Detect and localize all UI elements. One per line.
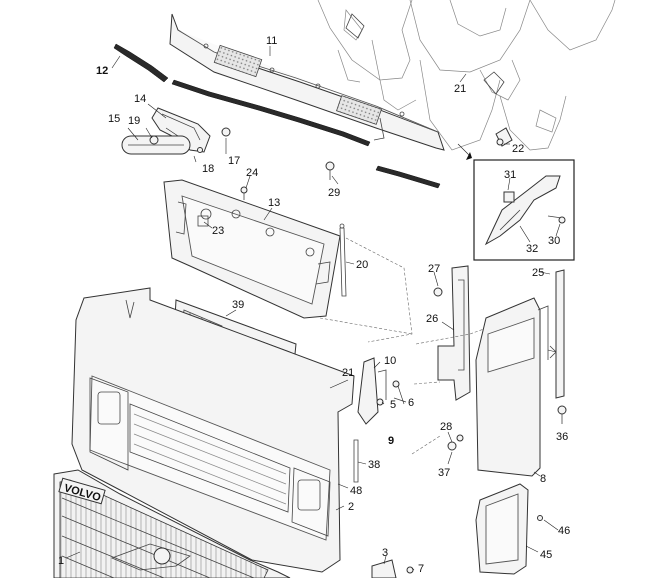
- lower-corner-panel-45: [475, 483, 543, 575]
- label-32: 32: [526, 243, 538, 255]
- label-30: 30: [548, 235, 560, 247]
- label-5: 5: [390, 399, 396, 411]
- screw-36: [557, 405, 567, 424]
- label-27: 27: [428, 263, 440, 275]
- bottom-bracket-3: [371, 559, 414, 578]
- vertical-bracket-26: [433, 265, 471, 401]
- gas-strut-20: [339, 223, 347, 297]
- corner-panel-8: [475, 297, 549, 477]
- label-15: 15: [108, 113, 120, 125]
- label-26: 26: [426, 313, 438, 325]
- bolt-22: [495, 127, 513, 147]
- label-36: 36: [556, 431, 568, 443]
- label-19: 19: [128, 115, 140, 127]
- upper-panel-11: [169, 13, 445, 151]
- label-23: 23: [212, 225, 224, 237]
- label-21a: 21: [454, 83, 466, 95]
- label-6: 6: [408, 397, 414, 409]
- label-38: 38: [368, 459, 380, 471]
- label-2: 2: [348, 501, 354, 513]
- label-8: 8: [540, 473, 546, 485]
- label-24: 24: [246, 167, 258, 179]
- leader-lines: [65, 46, 561, 571]
- label-28: 28: [440, 421, 452, 433]
- label-22: 22: [512, 143, 524, 155]
- inset-detail-box: [473, 159, 575, 261]
- label-45: 45: [540, 549, 552, 561]
- screw-24: [240, 186, 248, 200]
- label-14: 14: [134, 93, 146, 105]
- label-31: 31: [504, 169, 516, 181]
- latch-bracket-10: [357, 357, 407, 425]
- label-12: 12: [96, 65, 108, 77]
- label-18: 18: [202, 163, 214, 175]
- cab-structure: [317, 0, 616, 151]
- label-13: 13: [268, 197, 280, 209]
- label-17: 17: [228, 155, 240, 167]
- label-7: 7: [418, 563, 424, 575]
- label-20: 20: [356, 259, 368, 271]
- label-21b: 21: [342, 367, 354, 379]
- label-46: 46: [558, 525, 570, 537]
- label-48: 48: [350, 485, 362, 497]
- seal-strip-12: [113, 43, 169, 83]
- seal-strip-lower: [375, 165, 441, 189]
- inner-panel-13: [163, 179, 341, 319]
- edge-strip-25: [555, 269, 565, 399]
- label-29: 29: [328, 187, 340, 199]
- label-10: 10: [384, 355, 396, 367]
- front-hood-panel-2: [71, 287, 355, 573]
- label-25: 25: [532, 267, 544, 279]
- volvo-emblem-icon: [153, 547, 171, 565]
- label-11: 11: [266, 35, 277, 47]
- handle-assembly: [121, 107, 231, 155]
- label-9: 9: [388, 435, 394, 447]
- rod-38: [353, 439, 359, 483]
- front-grille-1: VOLVO: [53, 469, 291, 578]
- label-39: 39: [232, 299, 244, 311]
- screw-29: [325, 161, 335, 180]
- part-labels: 11 12 21 22 14 15 19 18 17 24 13 23 29 2…: [58, 35, 570, 575]
- inset-pointer-arrow-icon: [457, 143, 472, 160]
- label-3: 3: [382, 547, 388, 559]
- label-37: 37: [438, 467, 450, 479]
- label-1: 1: [58, 555, 64, 567]
